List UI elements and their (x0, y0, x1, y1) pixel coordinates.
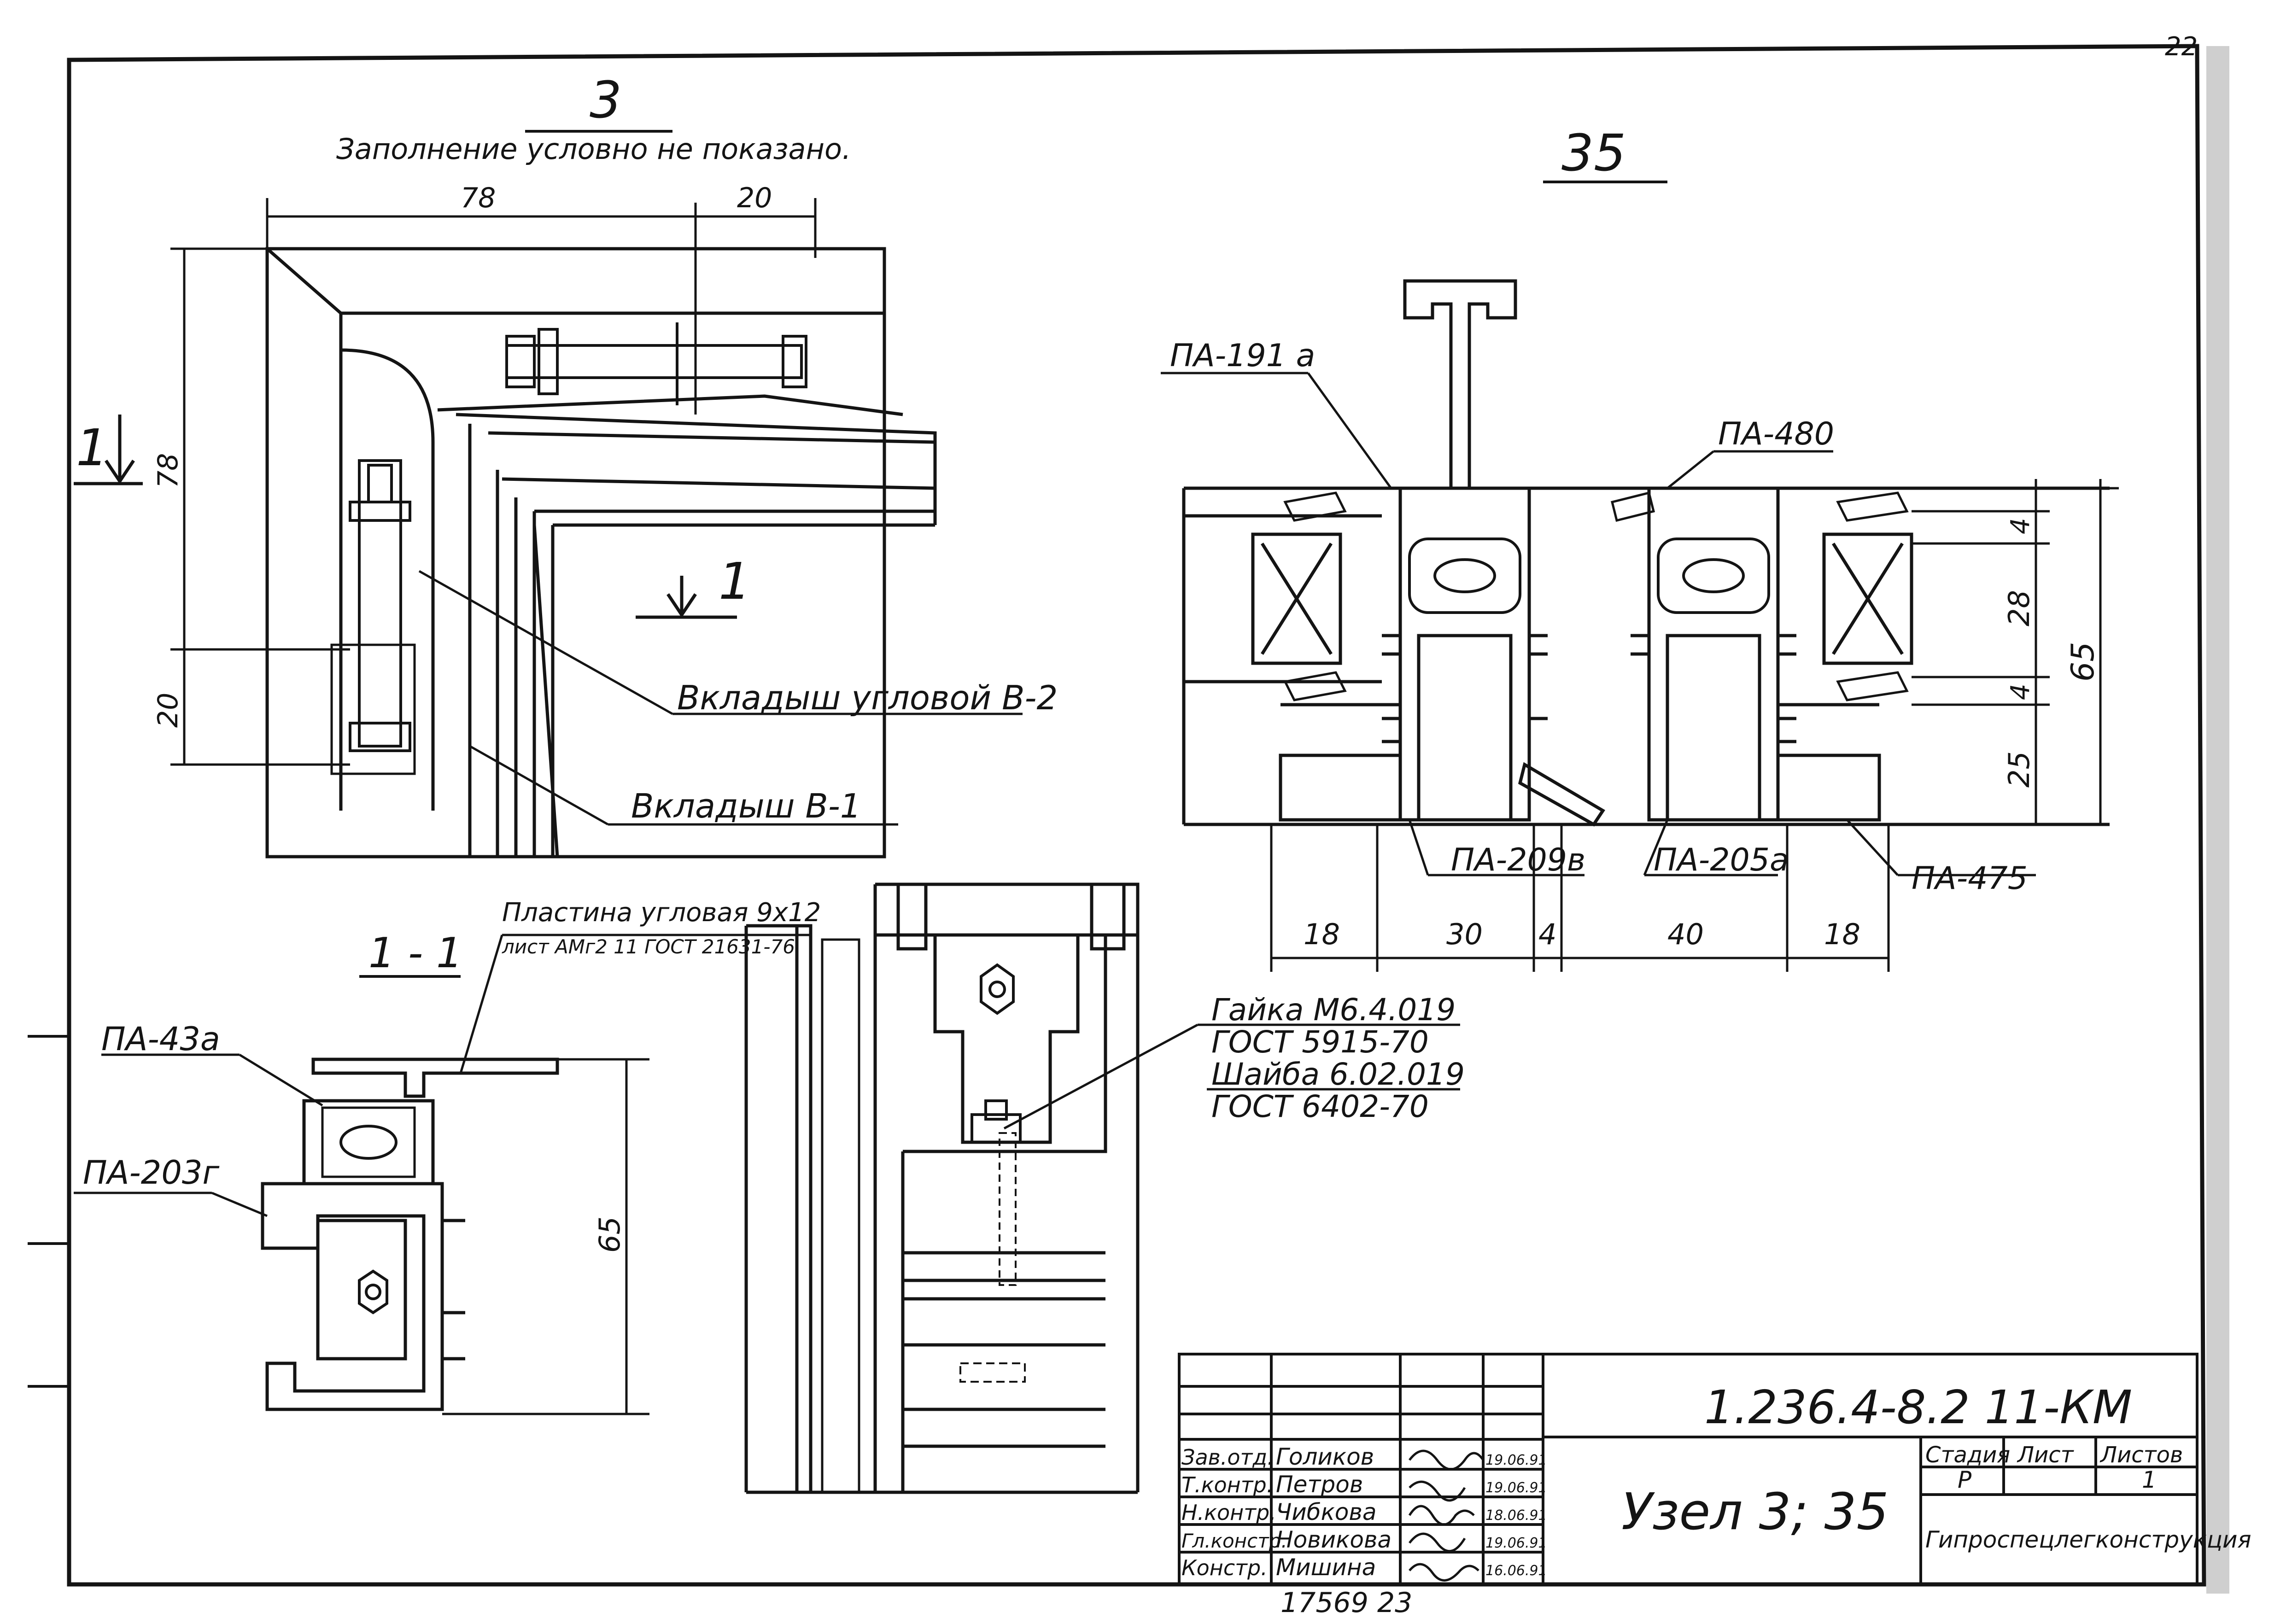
dim-b-18b: 18 (1824, 917, 1860, 951)
detail-3-note: Заполнение условно не показано. (336, 132, 851, 166)
archive-number: 17569 23 (1280, 1587, 1412, 1619)
sheets-value: 1 (2142, 1466, 2157, 1493)
row-date-3: 18.06.91 (1485, 1507, 1547, 1524)
seal-right (1657, 537, 1770, 614)
row-role-1: Зав.отд. (1181, 1445, 1274, 1470)
fastener-line-2: ГОСТ 5915-70 (1211, 1024, 1429, 1060)
dim-r-65: 65 (2065, 642, 2101, 682)
detail-35-profiles (1182, 279, 2110, 827)
dim-b-40: 40 (1667, 917, 1704, 951)
section-mark-right: 1 (719, 552, 751, 611)
row-role-5: Констр. (1181, 1555, 1268, 1580)
row-name-1: Голиков (1276, 1443, 1374, 1470)
row-name-5: Мишина (1276, 1554, 1376, 1581)
detail-3-dimensions (170, 198, 817, 766)
center-washer-icon (971, 1099, 1022, 1144)
lower-bolt-icon (330, 459, 416, 775)
sheets-header: Листов (2099, 1442, 2183, 1468)
seal-left (1408, 537, 1521, 614)
seal-hatch (321, 1106, 416, 1178)
row-role-4: Гл.констр. (1181, 1530, 1287, 1552)
label-pa475: ПА-475 (1912, 860, 2028, 897)
dim-left-20: 20 (152, 693, 184, 728)
upper-bolt-icon (505, 322, 807, 405)
section-1-1-height: 65 (593, 1216, 626, 1253)
stage-header: Стадия (1925, 1442, 2010, 1468)
section-1-1-title: 1 - 1 (368, 929, 462, 977)
row-role-2: Т.контр. (1181, 1472, 1273, 1497)
fastener-callout: Гайка М6.4.019 ГОСТ 5915-70 Шайба 6.02.0… (1003, 992, 1465, 1130)
label-pa209v: ПА-209в (1451, 842, 1585, 878)
drawing-code: 1.236.4-8.2 11-КМ (1704, 1380, 2132, 1434)
profile-pa43a: ПА-43а (101, 1020, 220, 1058)
center-nut-icon (980, 963, 1015, 1015)
section-1-1-dim (442, 1058, 649, 1415)
signatures (1408, 1449, 1485, 1582)
row-name-2: Петров (1276, 1471, 1363, 1498)
fastener-line-3: Шайба 6.02.019 (1211, 1057, 1465, 1092)
detail-35-leaders (1161, 372, 2036, 876)
row-role-3: Н.контр. (1181, 1500, 1276, 1525)
section-1-1-profile (261, 1057, 559, 1411)
detail-3-leaders (418, 570, 1023, 826)
label-pa480: ПА-480 (1718, 416, 1834, 452)
detail-3: 3 Заполнение условно не показано. 78 20 … (74, 70, 1058, 859)
stage-value: Р (1958, 1466, 1972, 1493)
organization: Гипроспецлегконструкция (1925, 1526, 2251, 1553)
node-title: Узел 3; 35 (1621, 1482, 1889, 1541)
dim-r-25: 25 (2002, 751, 2036, 788)
section-mark-left: 1 (76, 418, 108, 477)
row-name-3: Чибкова (1276, 1499, 1377, 1525)
detail-35-dims-right (1912, 479, 2119, 824)
label-pa191a: ПА-191 а (1170, 338, 1315, 374)
plate-label: Пластина угловая 9x12 (502, 898, 821, 928)
callout-insert-b2: Вкладыш угловой В-2 (677, 678, 1058, 717)
detail-35-number: 35 (1561, 123, 1626, 182)
sheet-frame (28, 44, 2229, 1594)
dim-top-20: 20 (737, 182, 772, 214)
row-date-4: 19.06.91 (1485, 1535, 1547, 1551)
dim-r-4b: 4 (2006, 683, 2035, 700)
dim-top-78: 78 (461, 182, 496, 214)
row-date-2: 19.06.91 (1485, 1480, 1547, 1496)
dim-b-4: 4 (1538, 917, 1556, 951)
nut-icon (358, 1269, 388, 1314)
center-elevation (744, 882, 1140, 1494)
section-arrows (74, 415, 737, 619)
dim-b-30: 30 (1446, 917, 1483, 951)
row-date-1: 19.06.91 (1485, 1452, 1547, 1468)
detail-35-dims-bottom (1270, 824, 1890, 972)
dim-left-78: 78 (152, 453, 184, 488)
row-date-5: 16.06.91 (1485, 1563, 1547, 1579)
page-number: 22 (2165, 32, 2198, 62)
dim-r-28: 28 (2002, 590, 2036, 626)
glass-hatch (821, 938, 860, 1494)
dim-b-18a: 18 (1304, 917, 1340, 951)
section-1-1: 1 - 1 Пластина угловая 9x12 лист АМг2 11… (74, 898, 821, 1415)
sheet-header: Лист (2017, 1442, 2075, 1468)
detail-35: 35 (1161, 123, 2119, 972)
dim-r-4a: 4 (2006, 518, 2035, 534)
gaskets (1283, 491, 1909, 701)
fastener-line-1: Гайка М6.4.019 (1211, 992, 1456, 1028)
fastener-line-4: ГОСТ 6402-70 (1211, 1089, 1429, 1124)
row-name-4: Новикова (1276, 1526, 1392, 1553)
profile-pa203g: ПА-203г (83, 1154, 220, 1192)
plate-spec: лист АМг2 11 ГОСТ 21631-76 (502, 935, 795, 958)
detail-3-frame (265, 247, 937, 859)
callout-insert-b1: Вкладыш В-1 (631, 787, 861, 825)
detail-3-number: 3 (590, 70, 622, 129)
title-block: 1.236.4-8.2 11-КМ Узел 3; 35 Стадия Лист… (1178, 1353, 2251, 1619)
signature-rows: Зав.отд. Голиков 19.06.91 Т.контр. Петро… (1181, 1443, 1547, 1581)
label-pa205a: ПА-205а (1654, 842, 1789, 878)
